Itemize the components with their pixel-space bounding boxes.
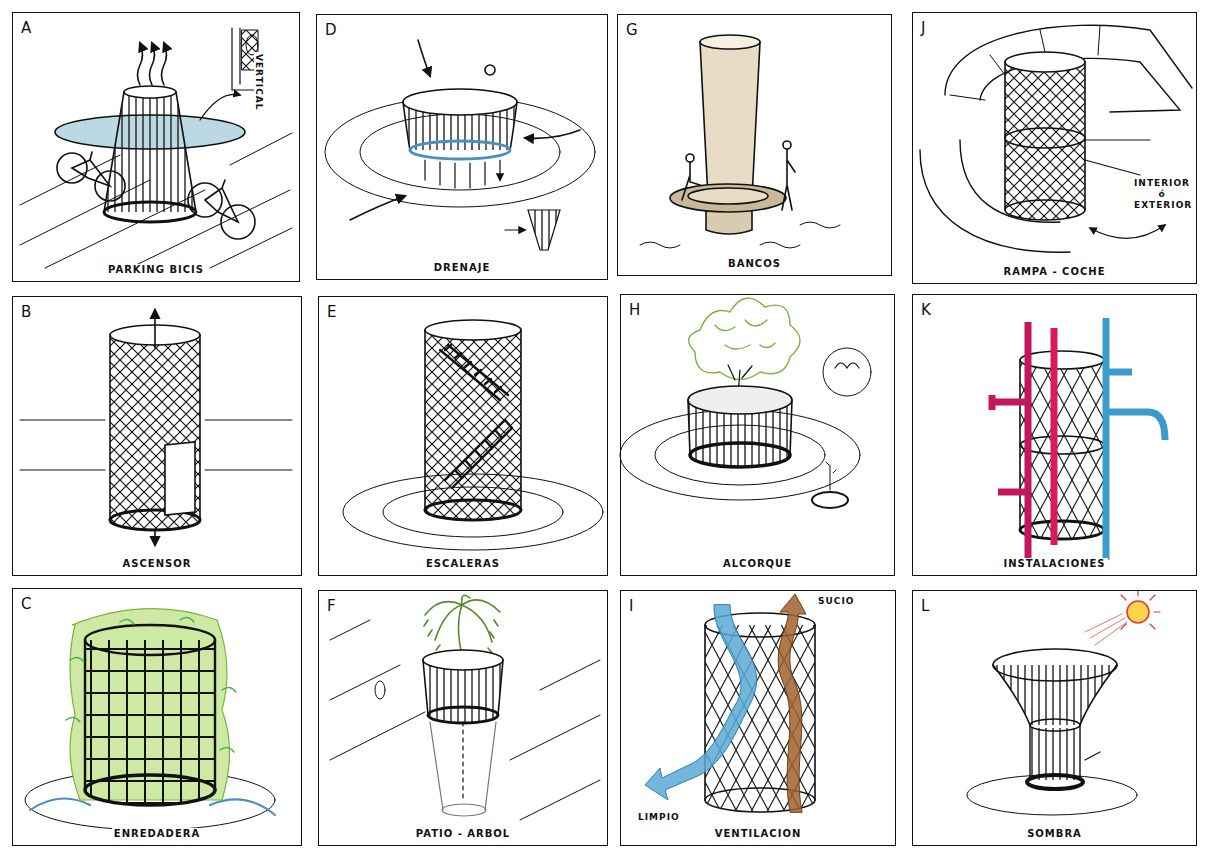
- panel-caption: ALCORQUE: [721, 558, 794, 569]
- panel-caption: ESCALERAS: [424, 558, 502, 569]
- panel-caption: PARKING BICIS: [106, 264, 206, 275]
- panel-caption: INSTALACIONES: [1001, 558, 1107, 569]
- sketch-note: SUCIO: [816, 596, 856, 606]
- panel-letter: H: [629, 301, 640, 319]
- panel-letter: E: [327, 303, 336, 321]
- panel-letter: B: [21, 303, 31, 321]
- panel-caption: ASCENSOR: [121, 558, 194, 569]
- sketch-panel: H ALCORQUE: [620, 294, 895, 576]
- sketch-panel: F PATIO - ARBOL: [318, 590, 608, 846]
- sketch-panel: G BANCOS: [617, 14, 892, 276]
- panel-caption: VENTILACION: [713, 828, 804, 839]
- panel-letter: L: [921, 597, 929, 615]
- panel-letter: C: [21, 595, 31, 613]
- sketch-panel: C ENREDADERA: [12, 588, 302, 846]
- sketch-panel: L SOMBRA: [912, 590, 1197, 846]
- sketch-note: VERTICAL: [254, 52, 264, 112]
- sketch-panel: B ASCENSOR: [12, 296, 302, 576]
- sketch-note: LIMPIO: [636, 812, 682, 822]
- panel-caption: BANCOS: [726, 258, 783, 269]
- panel-caption: RAMPA - COCHE: [1001, 266, 1107, 277]
- sketch-panel: D DRENAJE: [316, 14, 608, 280]
- panel-letter: G: [626, 21, 638, 39]
- sketch-panel: I VENTILACION: [620, 590, 896, 846]
- panel-letter: J: [921, 19, 925, 37]
- panel-letter: F: [327, 597, 336, 615]
- panel-caption: ENREDADERA: [112, 828, 202, 839]
- panel-letter: K: [921, 301, 931, 319]
- panel-letter: D: [325, 21, 337, 39]
- panel-letter: A: [21, 19, 31, 37]
- panel-caption: SOMBRA: [1025, 828, 1084, 839]
- sketch-panel: E ESCALERAS: [318, 296, 608, 576]
- panel-caption: PATIO - ARBOL: [414, 828, 512, 839]
- panel-letter: I: [629, 597, 633, 615]
- panel-caption: DRENAJE: [432, 262, 493, 273]
- sketch-panel: K INSTALACIONES: [912, 294, 1197, 576]
- sketch-panel: J RAMPA - COCHE: [912, 12, 1197, 284]
- sketch-note: INTERIOR ó EXTERIOR: [1132, 178, 1192, 211]
